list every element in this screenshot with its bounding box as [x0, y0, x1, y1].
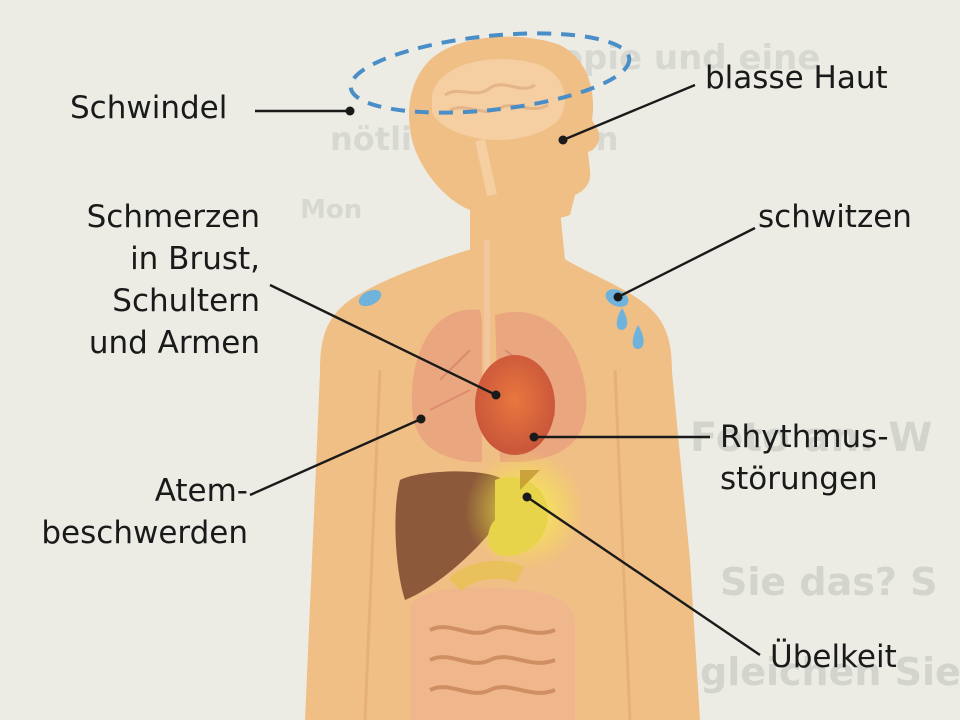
label-schmerzen-line-2: in Brust, [130, 241, 260, 277]
right-arm-edge [613, 369, 632, 720]
ghost-text-3: Mon [300, 195, 363, 225]
label-schmerzen-line-3: Schultern [112, 283, 260, 319]
ghost-text-4: Foto an. W [690, 415, 933, 461]
ghost-text-5: Sie das? S [720, 560, 938, 604]
stomach-icon [488, 476, 549, 556]
leader-atem [249, 417, 422, 497]
label-atem-line-2: beschwerden [41, 515, 248, 551]
label-rhythmus: Rhythmus- störungen [720, 416, 889, 500]
label-rhythmus-line-2: störungen [720, 461, 878, 497]
dizziness-ring [348, 31, 632, 115]
leader-uebelkeit [526, 496, 761, 656]
label-schmerzen-line-1: Schmerzen [86, 199, 260, 235]
ghost-text-6: gleichen Sie [700, 650, 960, 694]
label-rhythmus-line-1: Rhythmus- [720, 419, 889, 455]
label-schwindel: Schwindel [70, 90, 228, 126]
leader-lines [249, 83, 761, 656]
left-arm-edge [363, 369, 382, 720]
leader-dots [345, 106, 623, 502]
label-blasse-haut: blasse Haut [705, 60, 888, 96]
leader-schmerzen [269, 283, 497, 397]
label-schwitzen: schwitzen [758, 199, 912, 235]
gallbladder-icon [520, 470, 540, 490]
label-atem-line-1: Atem- [154, 473, 248, 509]
leader-schwitzen [617, 226, 756, 299]
label-schmerzen-line-4: und Armen [88, 325, 260, 361]
leader-blasse-haut [562, 83, 696, 142]
brain-icon [432, 59, 565, 197]
heart-icon [475, 355, 555, 455]
intestines-icon [410, 560, 575, 720]
label-uebelkeit: Übelkeit [770, 639, 897, 675]
label-schmerzen: Schmerzen in Brust, Schultern und Armen [40, 196, 260, 364]
label-atem: Atem- beschwerden [10, 470, 248, 554]
